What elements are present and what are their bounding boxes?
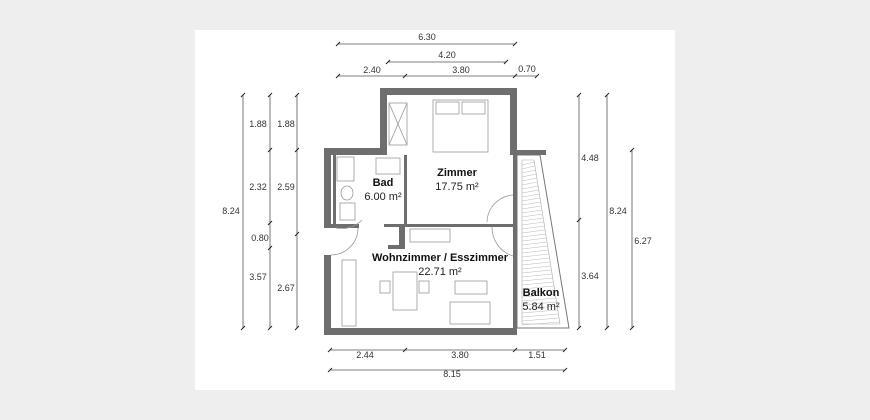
balcony-hatch-line [521,225,545,230]
balcony-hatch-line [521,241,548,246]
kitchen [341,259,357,327]
dim-left-mid-c: 0.80 [251,233,269,243]
dim-top-left: 2.40 [363,65,381,75]
balcony-hatch-line [521,197,541,202]
balcony-hatch-line [521,265,551,270]
dim-left-inner-c: 2.67 [277,283,295,293]
room-area-balkon: 5.84 m² [522,301,560,313]
dim-right-inner-b: 3.64 [581,271,599,281]
balcony-hatch-line [521,285,554,290]
balcony-hatch-line [521,273,553,278]
balcony-hatch-line [521,181,538,186]
zimmer-door [486,194,514,223]
balcony-hatch-line [521,269,552,274]
balcony-hatch-line [521,297,556,302]
toilet [340,185,354,201]
balcony-hatch-line [521,313,559,318]
room-name-bad: Bad [373,177,394,189]
balcony-hatch-line [521,281,554,286]
balcony-hatch-line [521,201,541,206]
bed [432,99,489,153]
dim-top-right: 0.70 [518,64,536,74]
shower [336,156,355,182]
dim-bottom-right: 1.51 [528,350,546,360]
dim-left-inner-a: 1.88 [277,119,295,129]
plan-sheet [195,30,675,390]
wardrobe [388,102,408,146]
dim-right-inner-a: 4.48 [581,153,599,163]
top-dimensions: 6.30 4.20 2.40 3.80 0.70 [335,32,540,79]
walls [324,88,546,335]
balcony-hatch-line [521,169,536,174]
balcony-hatch-line [521,193,540,198]
left-dimensions: 8.24 1.88 2.32 0.80 3.57 1.88 2.59 2.67 [222,92,300,331]
balcony-hatch-line [521,321,560,326]
dim-left-total: 8.24 [222,206,240,216]
balcony-hatch-line [521,309,558,314]
balcony-hatch-line [521,233,546,238]
entrance-door [330,227,359,256]
dim-bottom-left: 2.44 [356,350,374,360]
balcony-door [491,226,514,257]
dim-top-total: 6.30 [418,32,436,42]
balcony-hatch-line [521,261,551,266]
room-area-zimmer: 17.75 m² [435,181,479,193]
balcony-hatch-line [521,213,543,218]
balcony-hatch-line [521,165,536,170]
dim-left-mid-b: 2.32 [249,182,267,192]
dim-left-inner-b: 2.59 [277,182,295,192]
dining-table [392,271,418,311]
sofa [449,301,491,325]
dim-bottom-center: 3.80 [451,350,469,360]
bottom-dimensions: 2.44 3.80 1.51 8.15 [327,347,568,379]
balcony-hatch-line [521,185,539,190]
dim-right-mid: 8.24 [609,206,627,216]
tv-table [454,280,488,295]
right-dimensions: 4.48 3.64 8.24 6.27 [576,92,652,331]
dim-left-mid-a: 1.88 [249,119,267,129]
dim-top-mid: 4.20 [438,50,456,60]
dim-bottom-total: 8.15 [443,369,461,379]
dim-right-outer: 6.27 [634,236,652,246]
washer [339,202,356,221]
balcony-hatch-line [521,301,557,306]
balcony-hatch-line [521,161,535,166]
balcony-hatch-line [521,293,556,298]
dim-top-center: 3.80 [452,65,470,75]
balcony-hatch-line [521,317,560,322]
balcony-hatch-line [521,177,537,182]
balcony-hatch-line [521,217,544,222]
balcony-hatch-line [521,257,550,262]
sink [375,157,401,175]
balcony-hatch-line [521,245,548,250]
room-name-zimmer: Zimmer [437,167,477,179]
balcony-hatch-line [521,277,553,282]
room-area-wohnen: 22.71 m² [418,266,462,278]
balcony-hatch-line [521,305,558,310]
balcony-hatch-line [521,229,546,234]
balcony-hatch-line [521,253,549,258]
furniture [330,99,514,327]
room-area-bad: 6.00 m² [364,191,402,203]
sideboard [409,228,451,243]
balcony-hatch-line [521,289,555,294]
room-name-balkon: Balkon [523,287,560,299]
balcony-hatch-line [521,189,539,194]
balcony-hatch-line [521,221,544,226]
balcony-hatch-line [521,209,542,214]
balcony-hatch-line [521,173,537,178]
balcony-hatch-line [521,249,549,254]
dim-left-mid-d: 3.57 [249,272,267,282]
balcony-hatch-line [521,205,542,210]
balcony-hatch-line [521,237,547,242]
bathroom-door [335,219,363,229]
room-name-wohnen: Wohnzimmer / Esszimmer [372,252,509,264]
